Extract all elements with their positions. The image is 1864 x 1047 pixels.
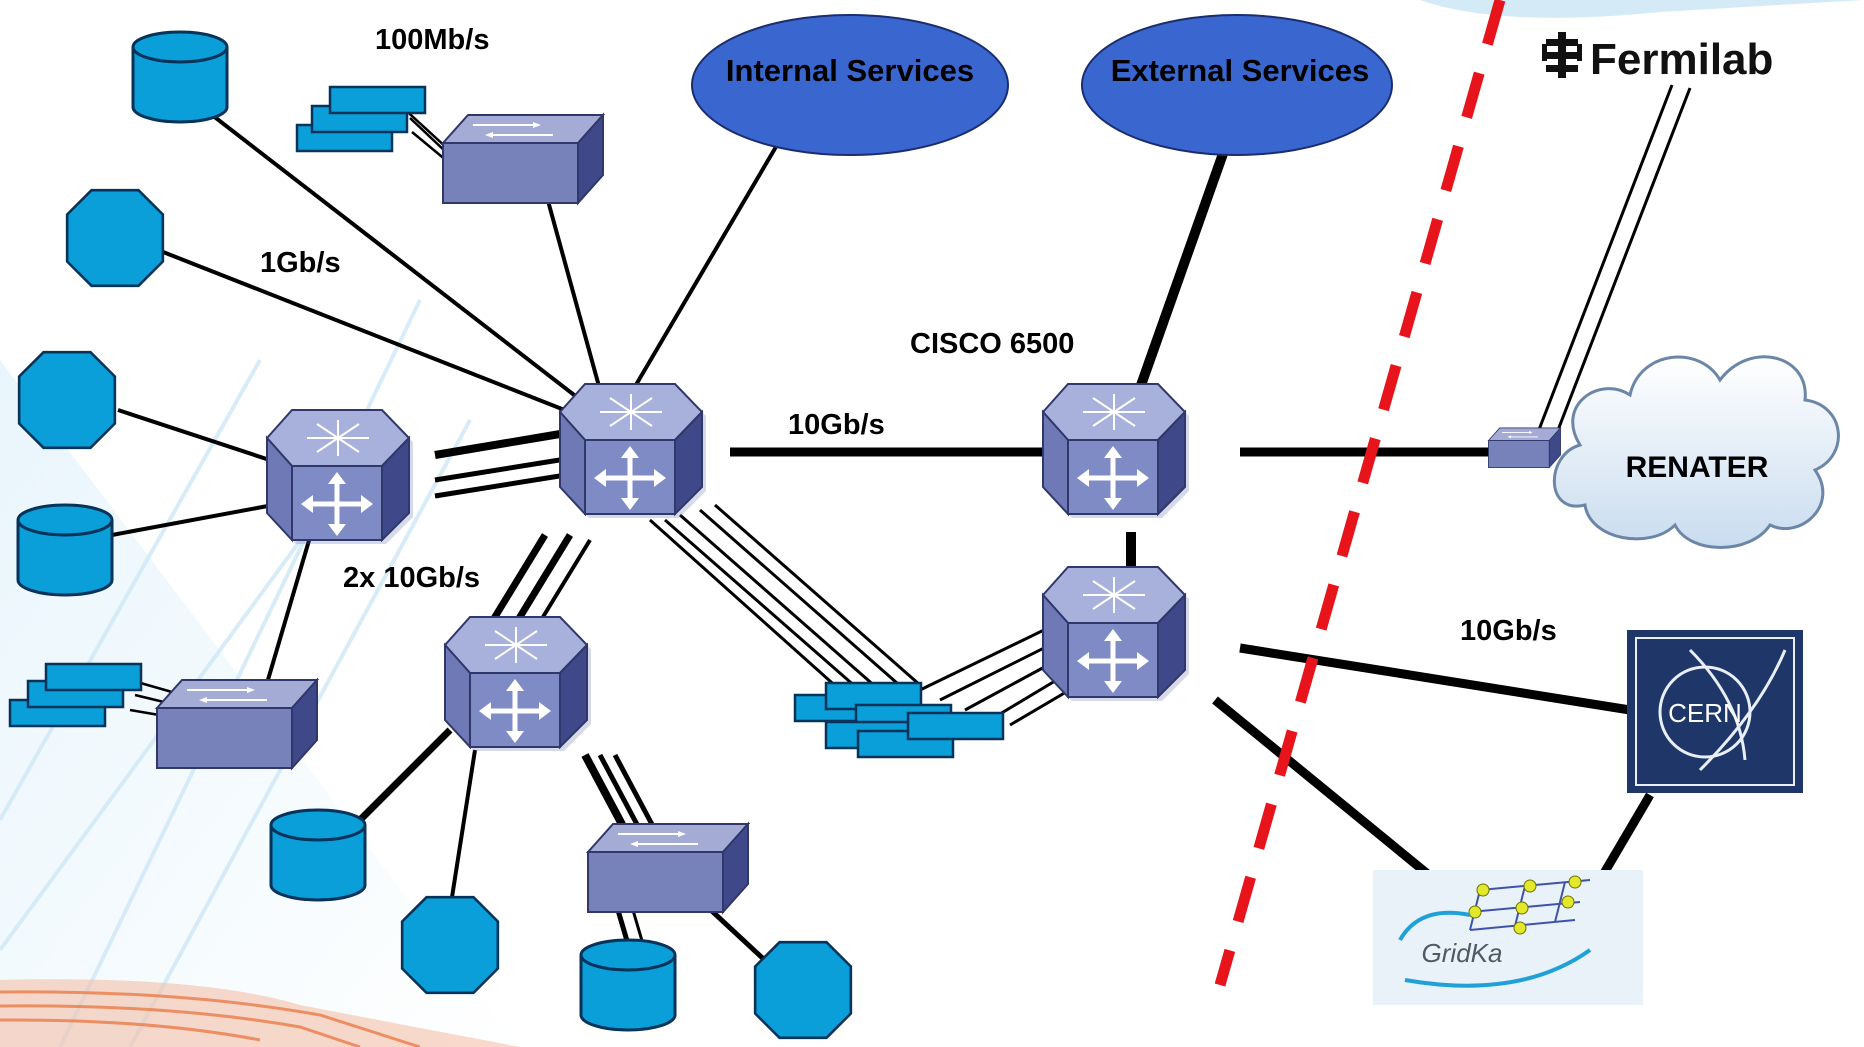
switch-bottom — [587, 823, 749, 913]
label-100mb: 100Mb/s — [375, 24, 489, 56]
router-left — [267, 410, 413, 544]
external-services-node: External Services — [1081, 14, 1393, 156]
disk-storage-icon — [269, 808, 367, 902]
router-core — [560, 384, 706, 518]
disk-storage-icon — [579, 938, 677, 1032]
disk-storage-icon — [131, 30, 229, 124]
label-10gb-wan: 10Gb/s — [1460, 615, 1557, 647]
switch-left — [156, 679, 318, 769]
octagon-server-icon — [17, 350, 117, 450]
firewall-boundary-line — [1214, 0, 1506, 987]
label-cisco-6500: CISCO 6500 — [910, 328, 1074, 360]
switch-renater-edge — [1488, 427, 1561, 468]
label-10gb-core: 10Gb/s — [788, 409, 885, 441]
renater-label: RENATER — [1626, 451, 1769, 484]
internal-services-node: Internal Services — [691, 14, 1009, 156]
router-cisco-upper — [1043, 384, 1189, 518]
external-services-label: External Services — [1111, 53, 1370, 88]
internal-services-label: Internal Services — [726, 53, 974, 88]
octagon-server-icon — [753, 940, 853, 1040]
fermilab-logo: Fermilab — [1542, 32, 1773, 84]
octagon-server-icon — [65, 188, 165, 288]
renater-cloud: RENATER — [1552, 355, 1840, 549]
label-2x10gb: 2x 10Gb/s — [343, 562, 480, 594]
router-lower — [445, 617, 591, 751]
cern-logo-text: CERN — [1668, 698, 1742, 728]
octagon-server-icon — [400, 895, 500, 995]
gridka-logo-text: GridKa — [1422, 938, 1503, 968]
disk-storage-icon — [16, 503, 114, 597]
fermilab-logo-text: Fermilab — [1590, 35, 1773, 84]
router-cisco-lower — [1043, 567, 1189, 701]
gridka-logo: GridKa — [1373, 870, 1643, 1005]
switch-top — [442, 114, 604, 204]
cern-logo: CERN — [1627, 630, 1803, 793]
label-1gb: 1Gb/s — [260, 247, 341, 279]
